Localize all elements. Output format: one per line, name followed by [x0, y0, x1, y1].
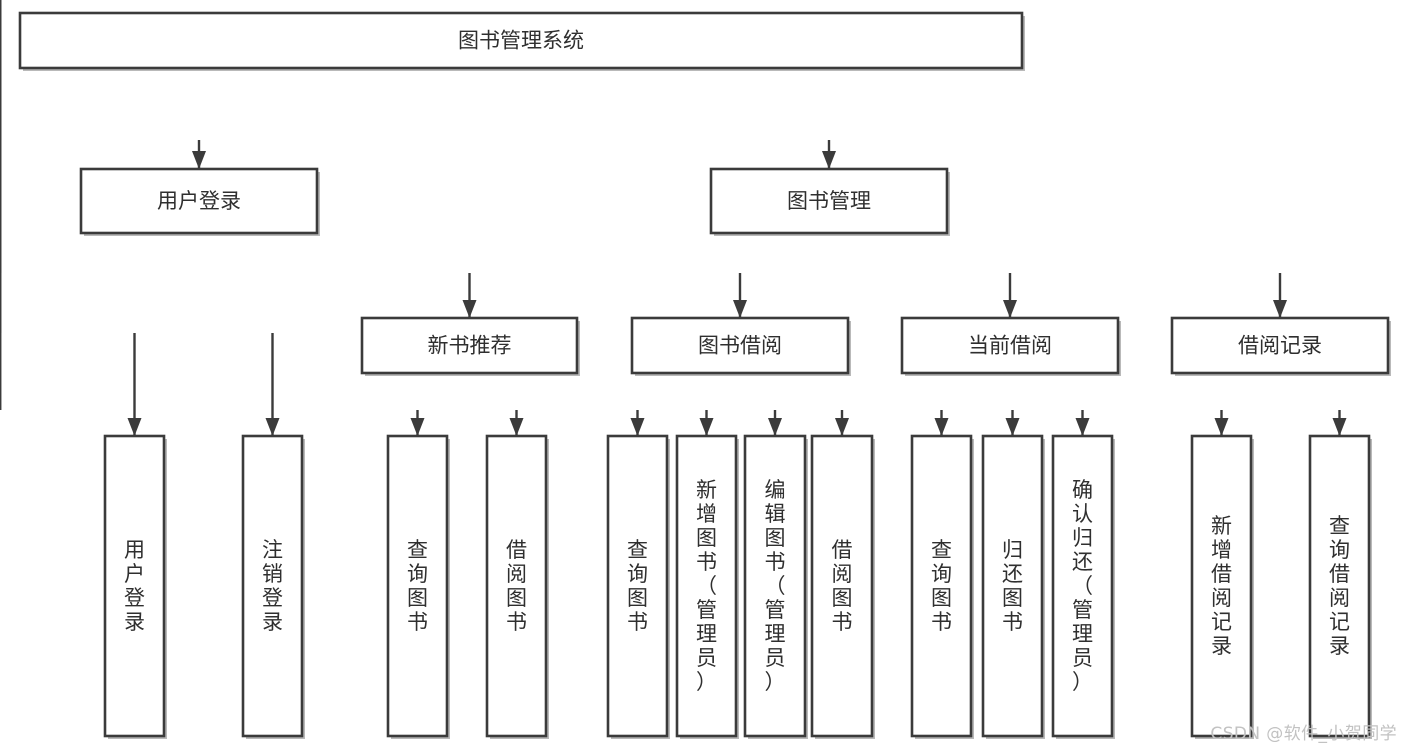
node-label-leaf-query-book-borrow: 查询图书 [627, 538, 648, 634]
arrow-head-icon [1273, 300, 1287, 318]
node-label-user-login: 用户登录 [157, 189, 241, 213]
arrow-head-icon [410, 418, 425, 436]
arrow-head-icon [462, 300, 477, 318]
node-leaf-return-book[interactable]: 归还图书 [981, 434, 1045, 739]
node-leaf-user-login[interactable]: 用户登录 [103, 434, 167, 739]
connector-group-book-borrow [0, 0, 849, 436]
node-box-leaf-add-borrow-record[interactable] [1190, 434, 1253, 738]
arrow-head-icon [265, 418, 280, 436]
node-label-book-management: 图书管理 [787, 189, 871, 213]
arrow-head-icon [835, 418, 849, 436]
node-label-leaf-borrow-book-recommend: 借阅图书 [506, 538, 527, 634]
node-label-borrow-record: 借阅记录 [1238, 334, 1322, 358]
connector-group-borrow-record [0, 0, 1347, 436]
node-root[interactable]: 图书管理系统 [18, 11, 1025, 71]
node-label-leaf-confirm-return-admin: 确认归还（管理员） [1072, 478, 1093, 694]
node-leaf-query-borrow-record[interactable]: 查询借阅记录 [1308, 434, 1372, 739]
node-box-book-borrow[interactable] [630, 316, 850, 375]
node-leaf-query-book-recommend[interactable]: 查询图书 [386, 434, 450, 739]
arrow-head-icon [127, 418, 142, 436]
arrow-head-icon [1332, 418, 1347, 436]
node-box-leaf-user-login[interactable] [103, 434, 166, 738]
node-book-management[interactable]: 图书管理 [709, 167, 950, 236]
node-box-root[interactable] [18, 11, 1024, 70]
node-boxes: 图书管理系统用户登录图书管理新书推荐图书借阅当前借阅借阅记录用户登录注销登录查询… [18, 11, 1391, 739]
node-box-leaf-return-book[interactable] [981, 434, 1044, 738]
arrow-head-icon [733, 300, 747, 318]
node-box-leaf-borrow-book-recommend[interactable] [485, 434, 548, 738]
node-label-new-book-recommend: 新书推荐 [428, 334, 512, 358]
arrow-head-icon [1075, 418, 1090, 436]
node-label-leaf-query-book-recommend: 查询图书 [407, 538, 428, 634]
node-label-leaf-return-book: 归还图书 [1002, 538, 1023, 634]
node-label-leaf-query-borrow-record: 查询借阅记录 [1329, 514, 1350, 658]
node-leaf-query-book-borrow[interactable]: 查询图书 [606, 434, 670, 739]
node-leaf-user-logout[interactable]: 注销登录 [241, 434, 305, 739]
watermark-label: CSDN @软件_小贺同学 [1210, 724, 1397, 744]
arrow-head-icon [1005, 418, 1020, 436]
arrow-head-icon [192, 151, 206, 169]
node-box-user-login[interactable] [79, 167, 319, 235]
node-box-book-management[interactable] [709, 167, 949, 235]
node-leaf-borrow-book-recommend[interactable]: 借阅图书 [485, 434, 549, 739]
node-box-leaf-edit-book-admin[interactable] [743, 434, 807, 738]
connector-group-root [0, 0, 836, 169]
node-current-borrow[interactable]: 当前借阅 [900, 316, 1121, 376]
node-label-root: 图书管理系统 [458, 29, 584, 53]
node-user-login[interactable]: 用户登录 [79, 167, 320, 236]
arrow-head-icon [1003, 300, 1017, 318]
node-box-leaf-borrow-book-borrow[interactable] [810, 434, 874, 738]
connector-lines [0, 0, 1347, 436]
connector-group-current-borrow [0, 0, 1090, 436]
node-box-new-book-recommend[interactable] [360, 316, 579, 375]
node-label-book-borrow: 图书借阅 [698, 334, 782, 358]
arrow-head-icon [1214, 418, 1229, 436]
node-label-current-borrow: 当前借阅 [968, 334, 1052, 358]
node-leaf-add-borrow-record[interactable]: 新增借阅记录 [1190, 434, 1254, 739]
node-leaf-borrow-book-borrow[interactable]: 借阅图书 [810, 434, 875, 739]
node-box-leaf-query-borrow-record[interactable] [1308, 434, 1371, 738]
node-label-leaf-borrow-book-borrow: 借阅图书 [832, 538, 853, 634]
node-box-current-borrow[interactable] [900, 316, 1120, 375]
node-box-borrow-record[interactable] [1170, 316, 1390, 375]
node-box-leaf-query-book-borrow[interactable] [606, 434, 669, 738]
node-box-leaf-add-book-admin[interactable] [675, 434, 738, 738]
connector-group-user-login [0, 0, 280, 436]
arrow-head-icon [822, 151, 836, 169]
arrow-head-icon [630, 418, 645, 436]
node-book-borrow[interactable]: 图书借阅 [630, 316, 851, 376]
connector-group-book-management [0, 0, 1287, 318]
node-label-leaf-user-login: 用户登录 [124, 538, 145, 634]
arrow-head-icon [699, 418, 714, 436]
node-box-leaf-confirm-return-admin[interactable] [1051, 434, 1114, 738]
node-box-leaf-query-book-current[interactable] [910, 434, 973, 738]
connector-group-new-book-recommend [0, 0, 524, 436]
node-new-book-recommend[interactable]: 新书推荐 [360, 316, 580, 376]
arrow-head-icon [509, 418, 524, 436]
node-box-leaf-query-book-recommend[interactable] [386, 434, 449, 738]
node-label-leaf-add-borrow-record: 新增借阅记录 [1211, 514, 1232, 658]
node-leaf-confirm-return-admin[interactable]: 确认归还（管理员） [1051, 434, 1115, 739]
node-label-leaf-add-book-admin: 新增图书（管理员） [696, 478, 717, 694]
node-leaf-add-book-admin[interactable]: 新增图书（管理员） [675, 434, 739, 739]
node-label-leaf-edit-book-admin: 编辑图书（管理员） [765, 478, 786, 694]
node-label-leaf-query-book-current: 查询图书 [931, 538, 952, 634]
node-box-leaf-user-logout[interactable] [241, 434, 304, 738]
arrow-head-icon [768, 418, 782, 436]
node-borrow-record[interactable]: 借阅记录 [1170, 316, 1391, 376]
node-leaf-query-book-current[interactable]: 查询图书 [910, 434, 974, 739]
node-label-leaf-user-logout: 注销登录 [262, 538, 283, 634]
node-leaf-edit-book-admin[interactable]: 编辑图书（管理员） [743, 434, 808, 739]
arrow-head-icon [934, 418, 949, 436]
